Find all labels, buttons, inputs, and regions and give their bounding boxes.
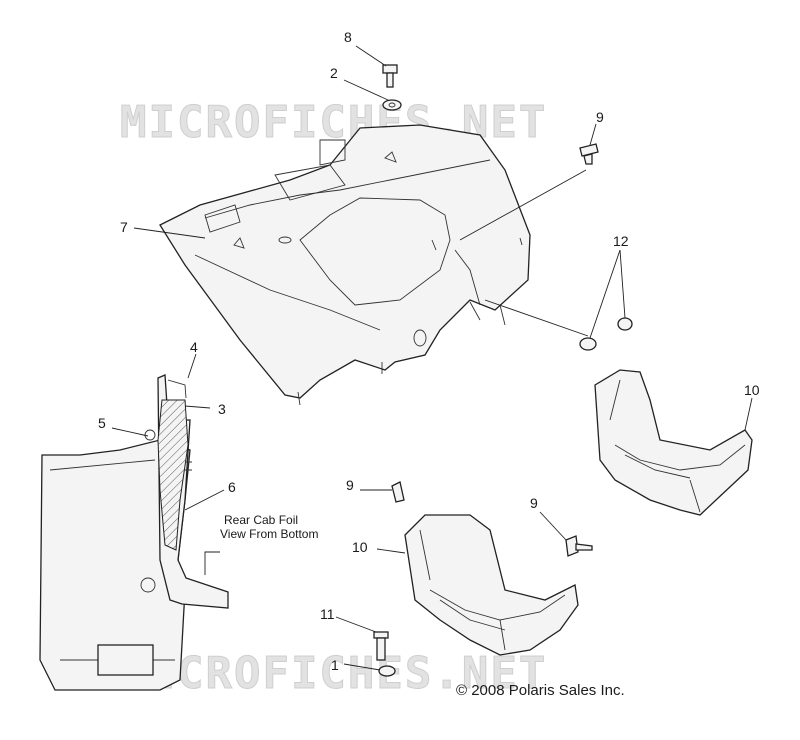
bolt-11 xyxy=(373,631,389,661)
callout-9-top: 9 xyxy=(596,109,604,125)
callout-1: 1 xyxy=(331,657,339,673)
callout-labels: 8 2 9 7 12 4 3 5 6 10 9 9 10 11 1 xyxy=(98,29,760,673)
callout-12: 12 xyxy=(613,233,629,249)
callout-3: 3 xyxy=(218,401,226,417)
screw-8 xyxy=(382,64,398,88)
push-rivet-9-right xyxy=(565,535,593,557)
footwell-10-bottom xyxy=(404,514,579,656)
callout-8: 8 xyxy=(344,29,352,45)
callout-6: 6 xyxy=(228,479,236,495)
push-rivet-9-left xyxy=(391,481,405,503)
callout-11: 11 xyxy=(320,606,335,622)
leader-lines xyxy=(111,45,753,671)
nuts-12 xyxy=(579,317,633,351)
callout-9-left: 9 xyxy=(346,477,354,493)
rear-cab-fender xyxy=(159,124,531,406)
watermark-bottom: MICROFICHES.NET xyxy=(120,648,547,699)
callout-5: 5 xyxy=(98,415,106,431)
watermark-top: MICROFICHES.NET xyxy=(120,97,547,148)
rear-cab-foil-view xyxy=(39,374,229,691)
copyright-text: © 2008 Polaris Sales Inc. xyxy=(456,682,625,699)
callout-10-bottom: 10 xyxy=(352,539,368,555)
note-line-2: View From Bottom xyxy=(220,527,318,541)
note-line-1: Rear Cab Foil xyxy=(224,513,298,527)
washer-2 xyxy=(382,99,402,111)
callout-4: 4 xyxy=(190,339,198,355)
callout-9-right: 9 xyxy=(530,495,538,511)
callout-7: 7 xyxy=(120,219,128,235)
callout-10-right: 10 xyxy=(744,382,760,398)
push-rivet-9-top xyxy=(579,143,599,165)
nut-1 xyxy=(378,665,396,677)
foil-view-note: Rear Cab Foil View From Bottom xyxy=(220,513,318,541)
callout-2: 2 xyxy=(330,65,338,81)
footwell-10-right xyxy=(594,369,753,516)
